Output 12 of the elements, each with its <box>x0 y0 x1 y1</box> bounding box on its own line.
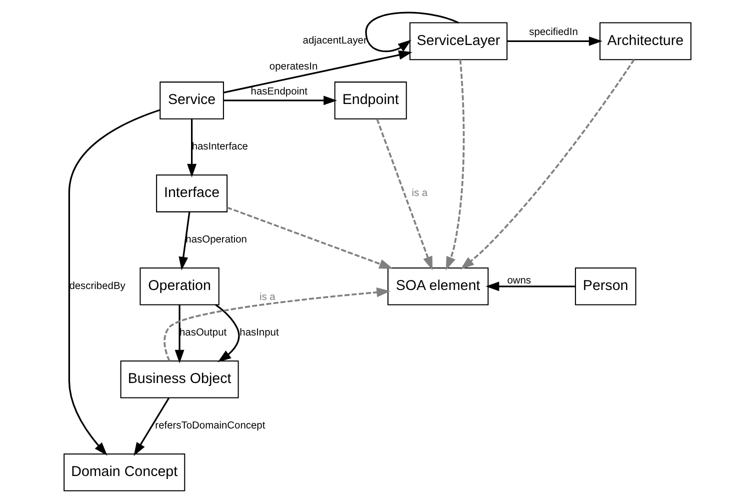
edge-label: adjacentLayer <box>302 36 367 47</box>
edge-label: hasOperation <box>186 234 247 246</box>
edge-label: is a <box>259 292 276 303</box>
edge-label: owns <box>507 275 532 286</box>
edge-label: refersToDomainConcept <box>155 420 266 432</box>
edge-label: is a <box>412 188 428 199</box>
edge-label: hasInterface <box>192 141 248 152</box>
edge-label: hasEndpoint <box>250 86 308 98</box>
edge-label: describedBy <box>69 280 126 292</box>
edge-label: hasInput <box>240 327 279 338</box>
edge-label: operatesIn <box>269 61 318 72</box>
edge-label: specifiedIn <box>529 27 578 38</box>
